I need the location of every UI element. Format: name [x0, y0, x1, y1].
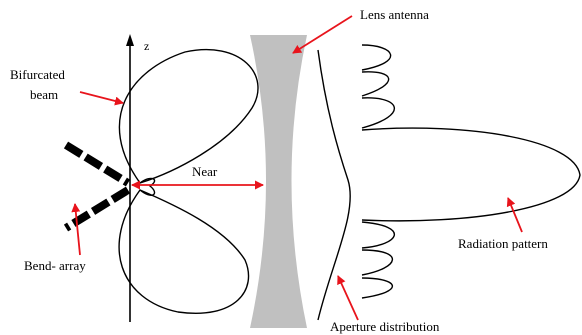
main-lobe [361, 127, 581, 222]
lens-antenna-label: Lens antenna [360, 7, 429, 22]
radiation-pattern [361, 44, 581, 299]
side-lobe-upper-2 [361, 71, 390, 97]
radiation-pattern-label: Radiation pattern [458, 236, 548, 251]
side-lobe-lower-1 [361, 221, 396, 249]
radiation-pattern-arrow [506, 197, 523, 233]
side-lobe-lower-3 [361, 277, 394, 299]
side-lobe-upper-3 [361, 97, 396, 129]
bend-array-arrow [71, 203, 81, 256]
bifurcated-beam-upper-lobe [118, 48, 259, 184]
bend-array-label: Bend- array [24, 258, 86, 273]
bifurcated-beam-lower-lobe [118, 189, 250, 314]
bend-array-upper-arm [63, 141, 131, 187]
bifurcated-beam-label-line-1: Bifurcated [10, 67, 65, 82]
aperture-distribution-label: Aperture distribution [330, 319, 440, 334]
bifurcated-beam-label: Bifurcated beam [10, 67, 68, 102]
z-axis-label: z [144, 39, 149, 53]
side-lobe-lower-2 [361, 249, 393, 276]
bifurcated-beam-label-line-2: beam [30, 87, 58, 102]
near-label: Near [192, 164, 218, 179]
lens-antenna-shape [250, 35, 307, 328]
side-lobe-upper-1 [361, 44, 392, 71]
aperture-distribution-arrow [337, 275, 359, 321]
bifurcated-beam-arrow [79, 91, 124, 106]
lens-antenna-arrow [292, 15, 353, 54]
aperture-distribution-curve [317, 49, 351, 321]
z-axis-arrowhead [126, 34, 134, 46]
